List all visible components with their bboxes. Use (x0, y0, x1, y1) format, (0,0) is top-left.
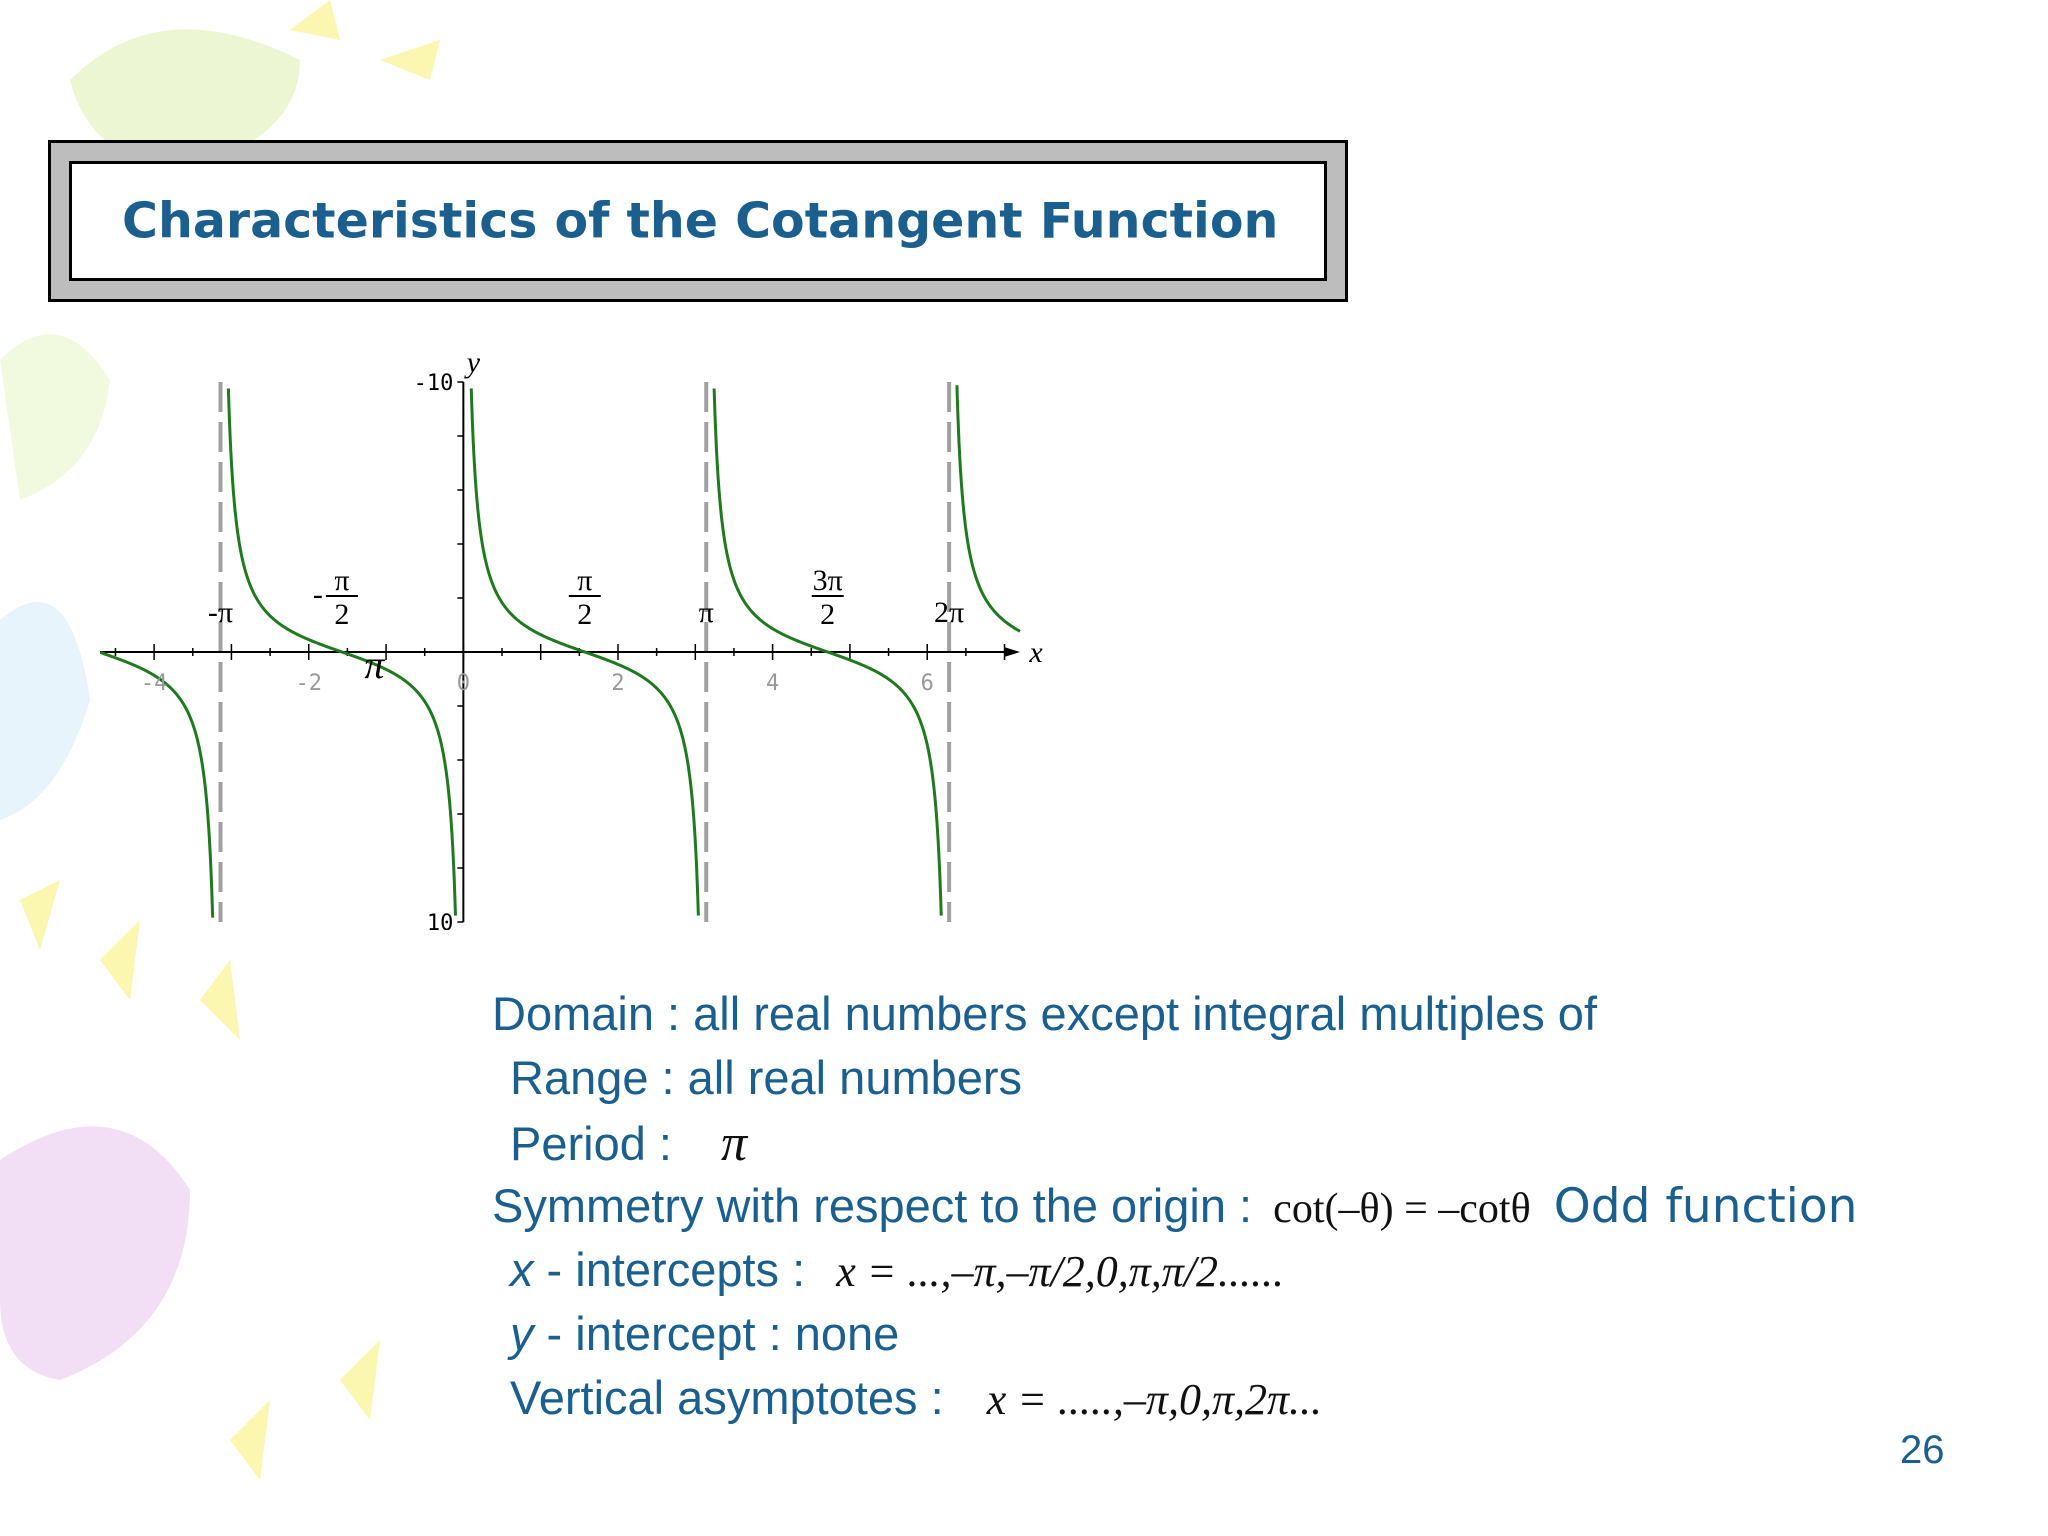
period-label: Period : (510, 1117, 672, 1170)
title-inner: Characteristics of the Cotangent Functio… (69, 161, 1327, 281)
y-tick-label: -10 (414, 371, 454, 396)
symmetry-line: Symmetry with respect to the origin : co… (492, 1178, 1857, 1234)
period-line: Period : π (510, 1114, 747, 1173)
x-tick-label: 4 (766, 671, 779, 696)
y-intercept-line: y - intercept : none (510, 1306, 899, 1361)
asymptotes-value: x = .....,–π,0,π,2π... (986, 1375, 1323, 1424)
symmetry-math: cot(–θ) = –cotθ (1273, 1186, 1531, 1232)
cotangent-curve (469, 388, 700, 916)
x-intercepts-value: x = ...,–π,–π/2,0,π,π/2...... (836, 1247, 1285, 1296)
symmetry-label: Symmetry with respect to the origin : (492, 1179, 1253, 1232)
pi-label: -π (208, 596, 233, 629)
pi-label: π (699, 596, 714, 629)
stray-pi-symbol: π (364, 642, 385, 687)
range-text: Range : all real numbers (510, 1051, 1023, 1104)
frac-sign: - (313, 578, 323, 611)
cotangent-curve (100, 650, 215, 918)
x-axis-label: x (1028, 636, 1043, 669)
y-tick-label: 10 (427, 911, 454, 930)
frac-numerator: 3π (813, 564, 843, 597)
frac-denominator: 2 (820, 598, 835, 631)
frac-denominator: 2 (334, 598, 349, 631)
domain-text: Domain : all real numbers except integra… (492, 987, 1598, 1040)
pi-label: 2π (934, 596, 964, 629)
asymptotes-line: Vertical asymptotes : x = .....,–π,0,π,2… (510, 1370, 1322, 1425)
frac-numerator: π (334, 564, 349, 597)
cotangent-curve (226, 388, 457, 916)
x-tick-label: -2 (295, 671, 322, 696)
cotangent-curve (712, 388, 943, 916)
period-value: π (721, 1115, 748, 1172)
frac-numerator: π (577, 564, 592, 597)
y-axis-label: y (464, 346, 481, 379)
x-tick-label: 2 (611, 671, 624, 696)
odd-function-note: Odd function (1553, 1179, 1858, 1234)
title-frame: Characteristics of the Cotangent Functio… (48, 140, 1348, 302)
page-number: 26 (1900, 1428, 1945, 1472)
x-intercepts-label: - intercepts : (533, 1243, 806, 1296)
range-line: Range : all real numbers (510, 1050, 1022, 1105)
x-tick-label: 0 (457, 671, 470, 696)
x-tick-label: 6 (921, 671, 934, 696)
x-tick-label: -4 (141, 671, 168, 696)
asymptotes-label: Vertical asymptotes : (510, 1371, 944, 1424)
frac-denominator: 2 (577, 598, 592, 631)
domain-line: Domain : all real numbers except integra… (492, 986, 1597, 1041)
x-axis-arrow (1004, 647, 1020, 657)
slide-title: Characteristics of the Cotangent Functio… (122, 192, 1279, 250)
y-intercept-var: y (510, 1307, 534, 1360)
x-intercepts-var: x (510, 1243, 534, 1296)
cotangent-curve (955, 385, 1021, 633)
y-intercept-text: - intercept : none (533, 1307, 900, 1360)
x-intercepts-line: x - intercepts : x = ...,–π,–π/2,0,π,π/2… (510, 1242, 1284, 1297)
